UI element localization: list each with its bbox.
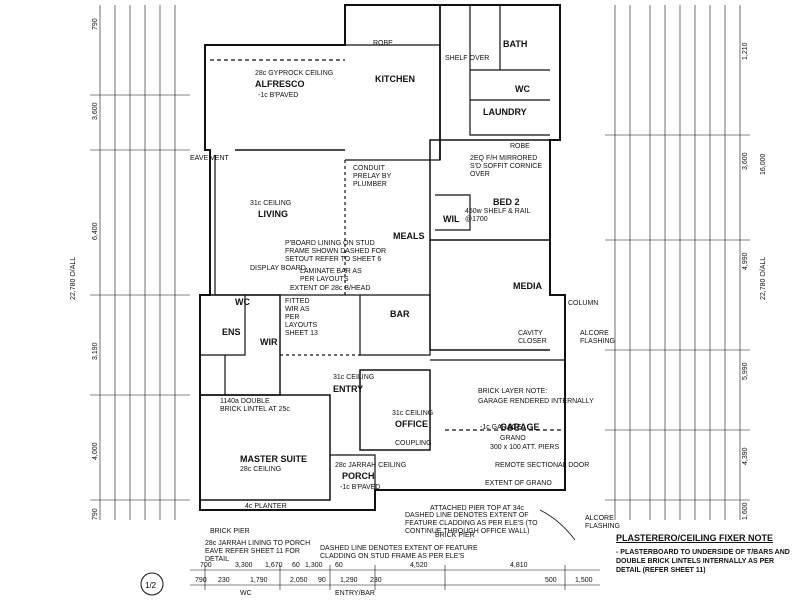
room-office: OFFICE (395, 419, 428, 429)
plasterer-note-body: - PLASTERBOARD TO UNDERSIDE OF T/BARS AN… (616, 549, 790, 574)
dim-bottom-1: 3,300 (235, 562, 253, 569)
dim-bottom2-4: 90 (318, 577, 326, 584)
porch-paved-note: -1c B'PAVED (340, 484, 381, 491)
alcore-flashing-label: ALCORE FLASHING (580, 330, 616, 345)
room-master-suite: MASTER SUITE (240, 454, 308, 464)
room-porch: PORCH (342, 471, 375, 481)
attached-pier-note: ATTACHED PIER TOP AT 34c (430, 505, 525, 512)
alfresco-ceiling-note: 28c GYPROCK CEILING (255, 70, 334, 77)
dim-bottom2-3: 2,050 (290, 577, 308, 584)
room-bed2: BED 2 (493, 197, 520, 207)
dim-bottom2-6: 230 (370, 577, 382, 584)
room-living: LIVING (258, 209, 289, 219)
dim-left-3: 6,400 (92, 222, 99, 240)
fitted-wir-note: FITTED WIR AS PER LAYOUTS SHEET 13 (285, 298, 318, 337)
garage-rendered-note: GARAGE RENDERED INTERNALLY (478, 398, 594, 405)
room-meals: MEALS (393, 231, 425, 241)
att-piers-note: 300 x 100 ATT. PIERS (490, 444, 560, 451)
dim-bottom-6: 4,520 (410, 562, 428, 569)
eave-vent-label: EAVE VENT (190, 155, 229, 162)
dashed-cladding-note: DASHED LINE DENOTES EXTENT OF FEATURE CL… (320, 545, 478, 560)
pboard-lining-note: P'BOARD LINING ON STUD FRAME SHOWN DASHE… (285, 240, 387, 263)
robe-bed2-label: ROBE (510, 143, 530, 150)
porch-ceiling-note: 28c JARRAH CEILING (335, 462, 407, 469)
garage-level-note: -1c GARAGE (480, 424, 522, 431)
room-wc-ens: WC (235, 297, 250, 307)
dim-bottom-7: 4,810 (510, 562, 528, 569)
room-wc-top: WC (515, 84, 530, 94)
laminate-bar-note: LAMINATE BAR AS PER LAYOUTS (300, 268, 362, 283)
brick-pier-label: BRICK PIER (210, 528, 250, 535)
dim-bottom-4: 1,300 (305, 562, 323, 569)
dim-bottom2-7: 500 (545, 577, 557, 584)
dim-right-overall: 22,780 O/ALL (760, 256, 767, 300)
dim-bottom-2: 1,670 (265, 562, 283, 569)
bed2-soffit-note: 2EQ F/H MIRRORED S'D SOFFIT CORNICE OVER (470, 155, 542, 178)
room-media: MEDIA (513, 281, 542, 291)
room-entry: ENTRY (333, 384, 364, 394)
dim-bottom-0: 700 (200, 562, 212, 569)
dim-left-1: 4,000 (92, 442, 99, 460)
double-brick-note: 1140a DOUBLE BRICK LINTEL AT 25c (220, 398, 290, 413)
dim-right-total: 16,000 (760, 153, 767, 175)
dim-right-4: 3,600 (742, 152, 749, 170)
display-board-note: DISPLAY BOARD (250, 265, 306, 272)
column-label: COLUMN (568, 300, 599, 307)
plasterer-note-title: PLASTERERO/CEILING FIXER NOTE (616, 533, 774, 543)
dim-left-4: 3,600 (92, 102, 99, 120)
dim-bottom2-0: 790 (195, 577, 207, 584)
conduit-note: CONDUIT PRELAY BY PLUMBER (353, 165, 392, 188)
alfresco-paved-note: -1c B'PAVED (258, 92, 299, 99)
robe-top-label: ROBE (373, 40, 393, 47)
living-ceiling-note: 31c CEILING (250, 200, 292, 207)
office-ceiling-note: 31c CEILING (392, 410, 434, 417)
room-kitchen: KITCHEN (375, 74, 415, 84)
dim-right-0: 1,600 (742, 502, 749, 520)
dim-bottom2-5: 1,290 (340, 577, 358, 584)
dim-bottom-label-wc: WC (240, 590, 252, 597)
room-bar: BAR (390, 309, 410, 319)
coupling-note: COUPLING (395, 440, 432, 447)
cavity-closer-label: CAVITY CLOSER (518, 330, 547, 345)
master-ceiling-note: 28c CEILING (240, 466, 282, 473)
dim-bottom2-1: 230 (218, 577, 230, 584)
dim-right-2: 5,990 (742, 362, 749, 380)
dashed-cladding-note-2: DASHED LINE DENOTES EXTENT OF FEATURE CL… (405, 512, 538, 535)
dim-bottom-5: 60 (335, 562, 343, 569)
dim-right-1: 4,390 (742, 447, 749, 465)
shelf-rail-note: 450w SHELF & RAIL @1700 (465, 208, 531, 223)
dim-right-3: 4,990 (742, 252, 749, 270)
room-laundry: LAUNDRY (483, 107, 527, 117)
dim-bottom-label-entry: ENTRY/BAR (335, 590, 375, 597)
room-wir: WIR (260, 337, 278, 347)
room-garage: GARAGE (500, 422, 540, 432)
dim-bottom-3: 60 (292, 562, 300, 569)
brick-pier-label-2: BRICK PIER (435, 532, 475, 539)
extent-grano-note: EXTENT OF GRANO (485, 480, 552, 487)
jarrah-lining-note: 28c JARRAH LINING TO PORCH EAVE REFER SH… (205, 540, 311, 563)
room-bath: BATH (503, 39, 528, 49)
planter-note: 4c PLANTER (245, 503, 287, 510)
brick-layer-note: BRICK LAYER NOTE: (478, 388, 548, 395)
remote-door-note: REMOTE SECTIONAL DOOR (495, 462, 590, 469)
alcore-flashing-label-2: ALCORE FLASHING (585, 515, 621, 530)
grano-note: GRANO (500, 435, 526, 442)
dim-right-5: 1,210 (742, 42, 749, 60)
room-alfresco: ALFRESCO (255, 79, 305, 89)
entry-ceiling-note: 31c CEILING (333, 374, 375, 381)
dim-left-2: 3,190 (92, 342, 99, 360)
sheet-marker-text: 1/2 (145, 581, 157, 590)
room-wil: WIL (443, 214, 460, 224)
dim-left-0: 790 (92, 508, 99, 520)
dim-bottom2-8: 1,500 (575, 577, 593, 584)
dim-bottom2-2: 1,790 (250, 577, 268, 584)
room-ens: ENS (222, 327, 241, 337)
shelf-over-label: SHELF OVER (445, 55, 490, 62)
dim-left-5: 790 (92, 18, 99, 30)
extent-28c-note: EXTENT OF 28c B/HEAD (290, 285, 371, 292)
dim-left-overall: 22,780 O/ALL (70, 256, 77, 300)
